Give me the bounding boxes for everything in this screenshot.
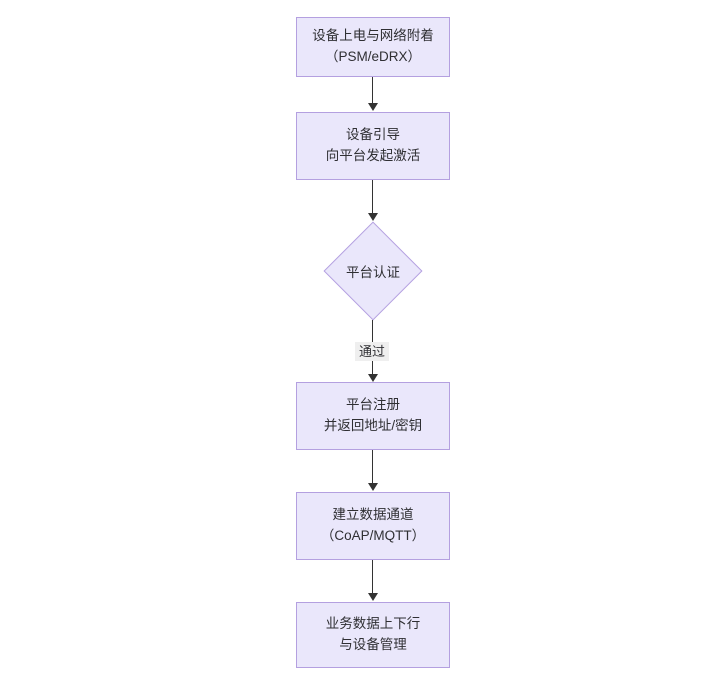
connector-n4-n5 — [372, 450, 374, 484]
arrowhead-n3-n4 — [368, 374, 378, 382]
edge-label-pass: 通过 — [355, 342, 390, 361]
arrowhead-n4-n5 — [368, 483, 378, 491]
flow-node-business-data-line2: 与设备管理 — [339, 637, 407, 652]
flow-node-device-power-on[interactable]: 设备上电与网络附着 （PSM/eDRX） — [296, 17, 450, 77]
arrowhead-n5-n6 — [368, 593, 378, 601]
connector-n1-n2 — [372, 77, 374, 104]
flow-node-platform-register-line1: 平台注册 — [346, 397, 400, 413]
flow-node-platform-auth-decision[interactable]: 平台认证 — [323, 221, 423, 321]
flow-node-data-channel-line2: （CoAP/MQTT） — [320, 528, 426, 543]
connector-n5-n6 — [372, 560, 374, 594]
flow-node-platform-register-line2: 并返回地址/密钥 — [323, 418, 423, 433]
arrowhead-n1-n2 — [368, 103, 378, 111]
arrowhead-n2-n3 — [368, 213, 378, 221]
flow-node-data-channel[interactable]: 建立数据通道 （CoAP/MQTT） — [296, 492, 450, 560]
flow-node-device-bootstrap-line2: 向平台发起激活 — [325, 148, 421, 163]
flow-node-device-bootstrap[interactable]: 设备引导 向平台发起激活 — [296, 112, 450, 180]
flow-node-device-power-on-line2: （PSM/eDRX） — [324, 49, 422, 64]
flow-node-business-data-line1: 业务数据上下行 — [325, 616, 421, 632]
flow-node-device-bootstrap-line1: 设备引导 — [346, 127, 400, 143]
flow-node-platform-register[interactable]: 平台注册 并返回地址/密钥 — [296, 382, 450, 450]
flow-node-data-channel-line1: 建立数据通道 — [332, 507, 414, 523]
flow-node-platform-auth-label: 平台认证 — [346, 265, 400, 280]
connector-n2-n3 — [372, 180, 374, 214]
flow-node-business-data[interactable]: 业务数据上下行 与设备管理 — [296, 602, 450, 668]
flow-node-device-power-on-line1: 设备上电与网络附着 — [312, 28, 434, 44]
